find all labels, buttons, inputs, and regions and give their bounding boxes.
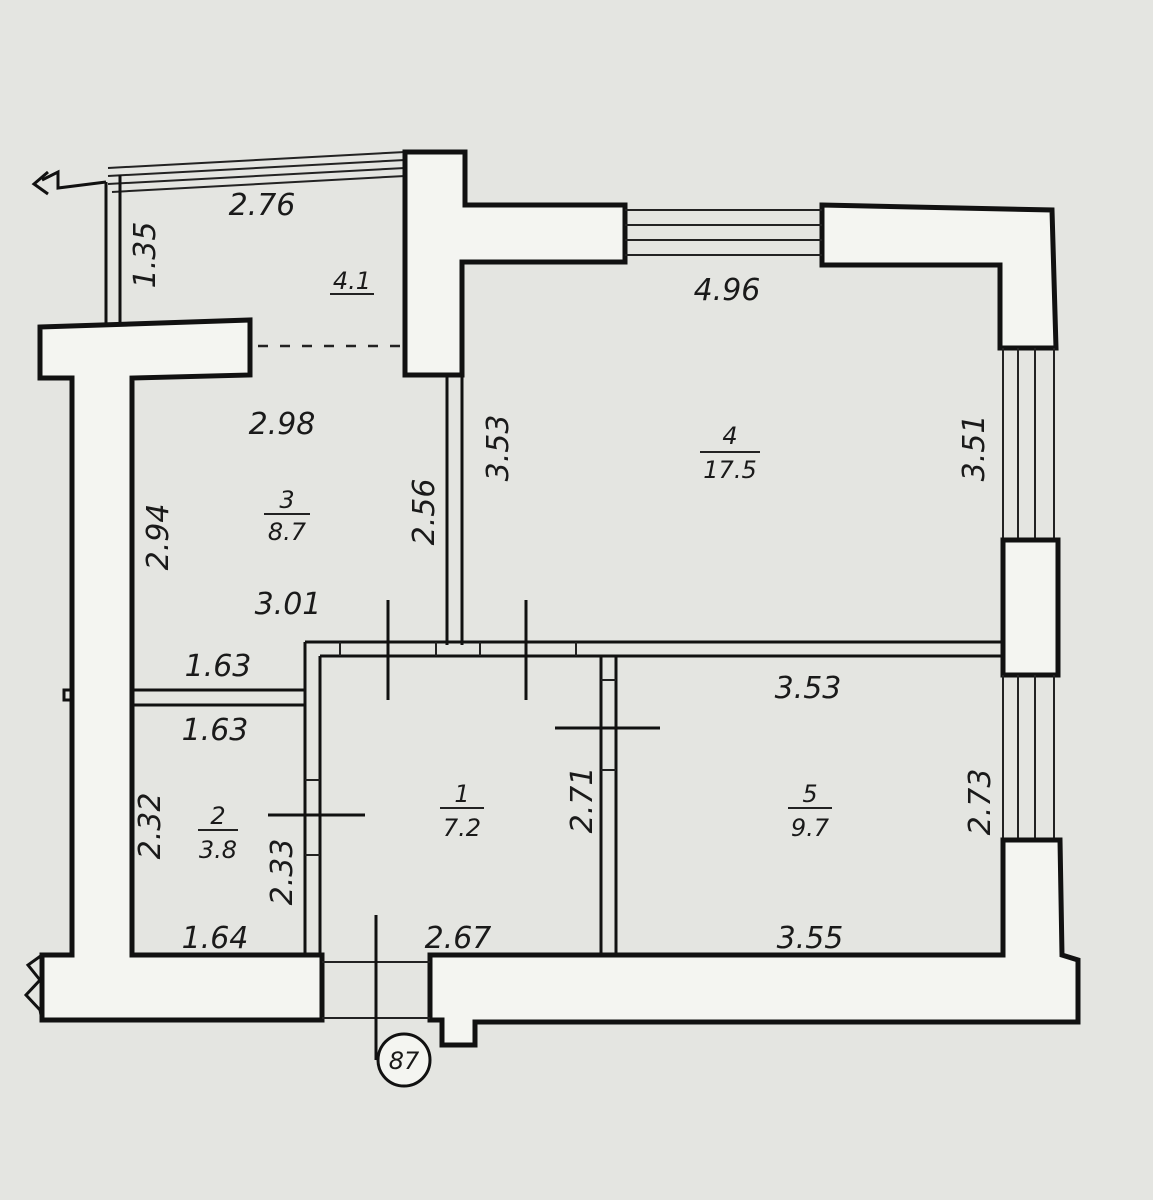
room-4-label: 4 17.5 [700,422,760,484]
dim-room2-bottom: 1.64 [182,921,249,956]
dim-room3-top: 2.98 [249,407,316,442]
svg-text:17.5: 17.5 [703,456,756,484]
dim-balcony-width: 2.76 [229,188,296,223]
svg-text:5: 5 [802,780,817,808]
dim-room5-top: 3.53 [775,671,842,706]
svg-text:7.2: 7.2 [443,814,481,842]
dim-room3-bottom: 3.01 [255,587,322,622]
wall-bottom-right [427,837,1081,1048]
room-2-label: 2 3.8 [198,802,238,864]
room-5-label: 5 9.7 [788,780,832,842]
dim-room2-right: 2.33 [265,839,300,906]
dim-room5-bottom: 3.55 [777,921,844,956]
dim-room1-bottom: 2.67 [425,921,492,956]
wall-left-notch [62,688,72,702]
svg-text:3.8: 3.8 [199,836,237,864]
apartment-number-marker: 87 [376,1032,432,1088]
svg-text:87: 87 [389,1047,420,1075]
window-right-lower [1002,675,1055,840]
entrance-door [322,915,430,1060]
room-3-label: 3 8.7 [264,486,310,546]
svg-text:4.1: 4.1 [333,267,371,295]
svg-text:2: 2 [210,802,225,830]
svg-text:9.7: 9.7 [791,814,830,842]
svg-text:8.7: 8.7 [268,518,307,546]
dim-room4-width: 4.96 [694,273,761,308]
window-top [625,209,822,256]
wall-central-column [402,149,628,378]
window-right-upper [1002,348,1055,540]
dim-room4-height-right: 3.51 [957,415,992,482]
wall-top-right [819,202,1059,351]
dim-room3-left: 2.94 [141,504,176,571]
dim-balcony-depth: 1.35 [128,222,163,289]
dim-room2-top: 1.63 [182,713,249,748]
dim-room4-height-left: 3.53 [481,415,516,482]
dim-room3-right: 2.56 [407,479,442,546]
dim-room2-left: 2.32 [133,793,168,860]
svg-text:4: 4 [722,422,737,450]
wall-right-pier [1000,537,1061,678]
wall-left-outer [37,317,325,1023]
svg-text:3: 3 [279,486,294,514]
partitions [132,375,1003,955]
room-4-1-label: 4.1 [330,267,374,295]
balcony-railing [31,151,406,325]
dim-room1-right: 2.71 [565,767,600,834]
wall-left-break [23,953,44,1021]
svg-text:1: 1 [454,780,469,808]
dim-room5-right: 2.73 [963,769,998,836]
room-1-label: 1 7.2 [440,780,484,842]
dim-room3-bottom-small: 1.63 [185,649,252,684]
